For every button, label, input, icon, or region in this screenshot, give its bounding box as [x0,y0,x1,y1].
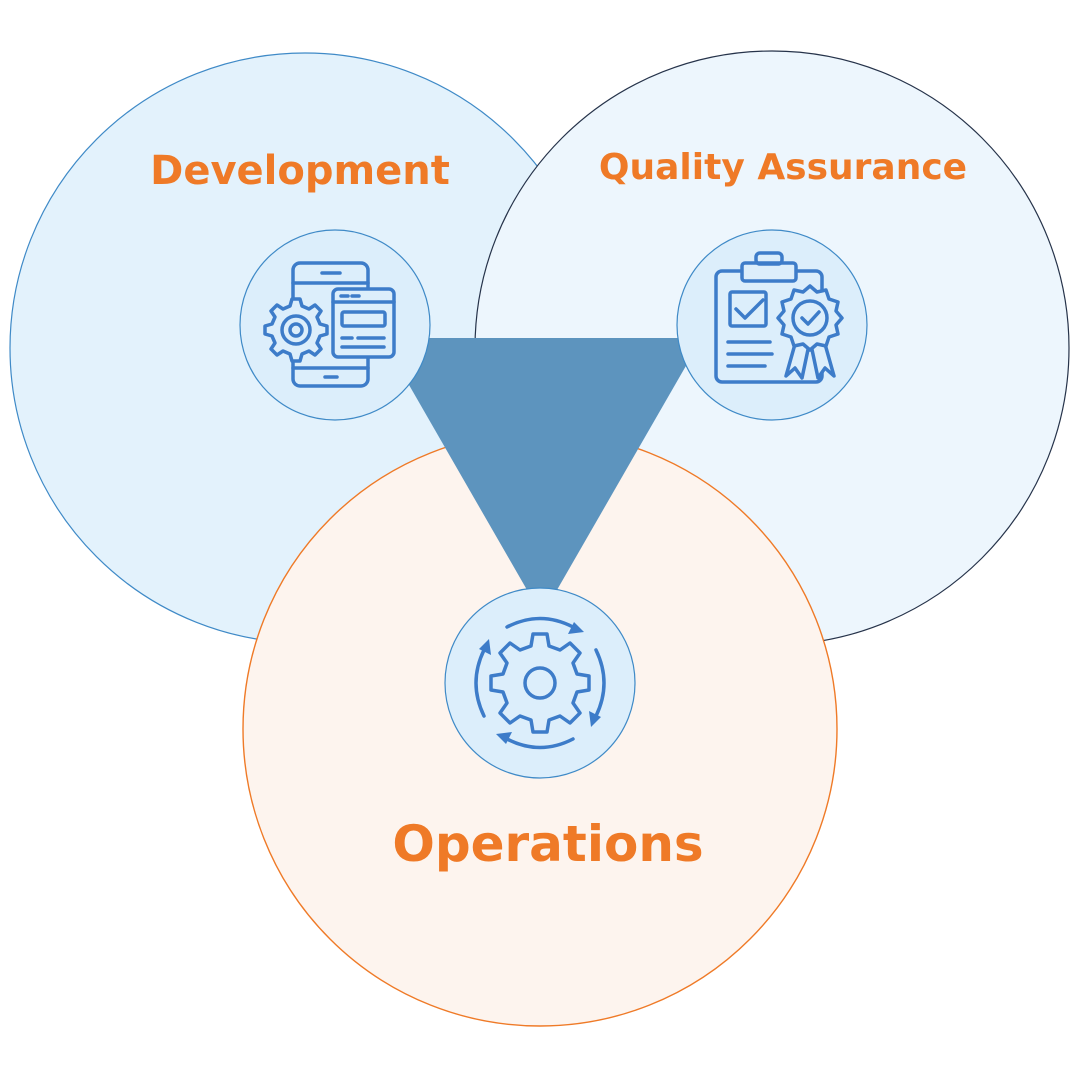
operations-icon-circle [444,587,636,779]
quality-assurance-label: Quality Assurance [598,147,968,188]
checklist-certificate-icon [714,251,844,384]
connecting-triangle [382,338,702,616]
gear-cycle-icon [474,616,606,750]
development-label: Development [150,148,450,194]
operations-label: Operations [392,815,704,873]
quality-assurance-icon-circle [676,229,868,421]
mobile-app-settings-icon [263,261,396,388]
